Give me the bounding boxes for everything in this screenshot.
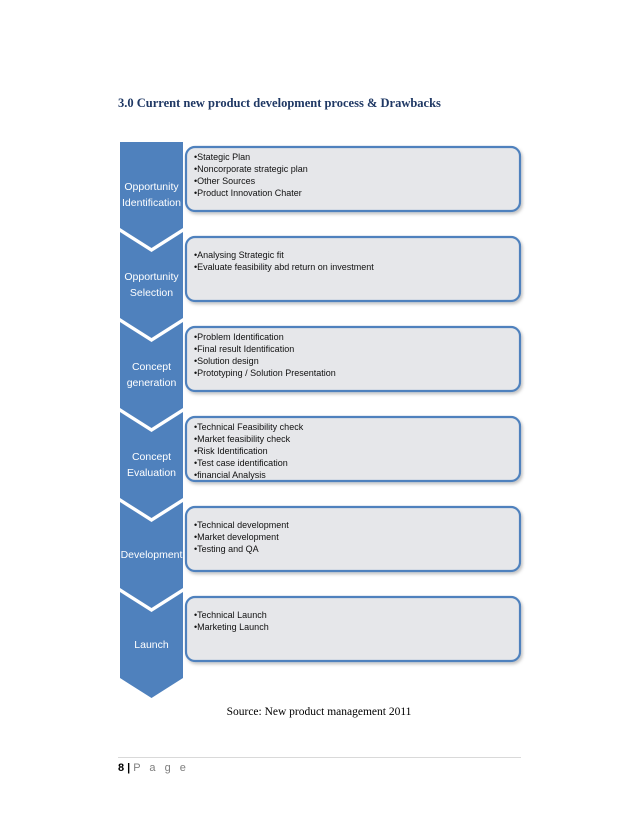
stage-label: Launch (134, 639, 169, 651)
stage-bullet: •financial Analysis (194, 470, 266, 480)
stage-bullet: •Test case identification (194, 458, 288, 468)
stage-detail-box (184, 505, 522, 573)
stage-chevron (120, 322, 183, 428)
stage-detail-box (184, 595, 522, 663)
stage-bullet: •Product Innovation Chater (194, 188, 302, 198)
stage-label: Evaluation (127, 467, 176, 479)
stage-bullet: •Other Sources (194, 176, 256, 186)
stage-detail-box (184, 235, 522, 303)
stage-label: generation (127, 377, 177, 389)
process-stage: Development •Technical development •Market… (120, 502, 522, 608)
footer-divider (118, 757, 521, 758)
stage-bullet: •Noncorporate strategic plan (194, 164, 308, 174)
page-word: P a g e (133, 762, 189, 774)
stage-detail-box (184, 145, 522, 213)
stage-label: Concept (132, 361, 171, 373)
stage-bullet: •Analysing Strategic fit (194, 250, 284, 260)
stage-label: Identification (122, 197, 181, 209)
stage-chevron (120, 412, 183, 518)
stage-bullet: •Solution design (194, 356, 259, 366)
stage-label: Development (121, 549, 183, 561)
stage-bullet: •Prototyping / Solution Presentation (194, 368, 336, 378)
process-stage: Launch •Technical Launch •Marketing Launch (120, 592, 522, 698)
stage-label: Concept (132, 451, 171, 463)
stage-bullet: •Technical Launch (194, 610, 267, 620)
page-footer: 8|P a g e (118, 762, 189, 774)
stage-label: Opportunity (124, 181, 179, 193)
footer-separator: | (127, 762, 131, 774)
stage-detail-box (184, 325, 522, 393)
section-heading: 3.0 Current new product development proc… (118, 96, 441, 110)
stage-bullet: •Evaluate feasibility abd return on inve… (194, 262, 374, 272)
stage-chevron (120, 142, 183, 248)
stage-chevron (120, 232, 183, 338)
process-stage: Concept generation •Problem Identification… (120, 322, 522, 428)
stage-bullet: •Risk Identification (194, 446, 268, 456)
stage-detail-box (184, 415, 522, 483)
stage-bullet: •Market development (194, 532, 279, 542)
stage-bullet: •Testing and QA (194, 544, 259, 554)
stage-bullet: •Marketing Launch (194, 622, 269, 632)
figure-source-caption: Source: New product management 2011 (226, 706, 412, 718)
page-number: 8 (118, 762, 125, 774)
stage-chevron (120, 502, 183, 608)
stage-bullet: •Stategic Plan (194, 152, 250, 162)
stage-bullet: •Problem Identification (194, 332, 284, 342)
stage-chevron (120, 592, 183, 698)
stage-label: Opportunity (124, 271, 179, 283)
stage-bullet: •Technical Feasibility check (194, 422, 304, 432)
stage-label: Selection (130, 287, 173, 299)
stage-bullet: •Final result Identification (194, 344, 294, 354)
stage-bullet: •Technical development (194, 520, 289, 530)
stage-bullet: •Market feasibility check (194, 434, 291, 444)
